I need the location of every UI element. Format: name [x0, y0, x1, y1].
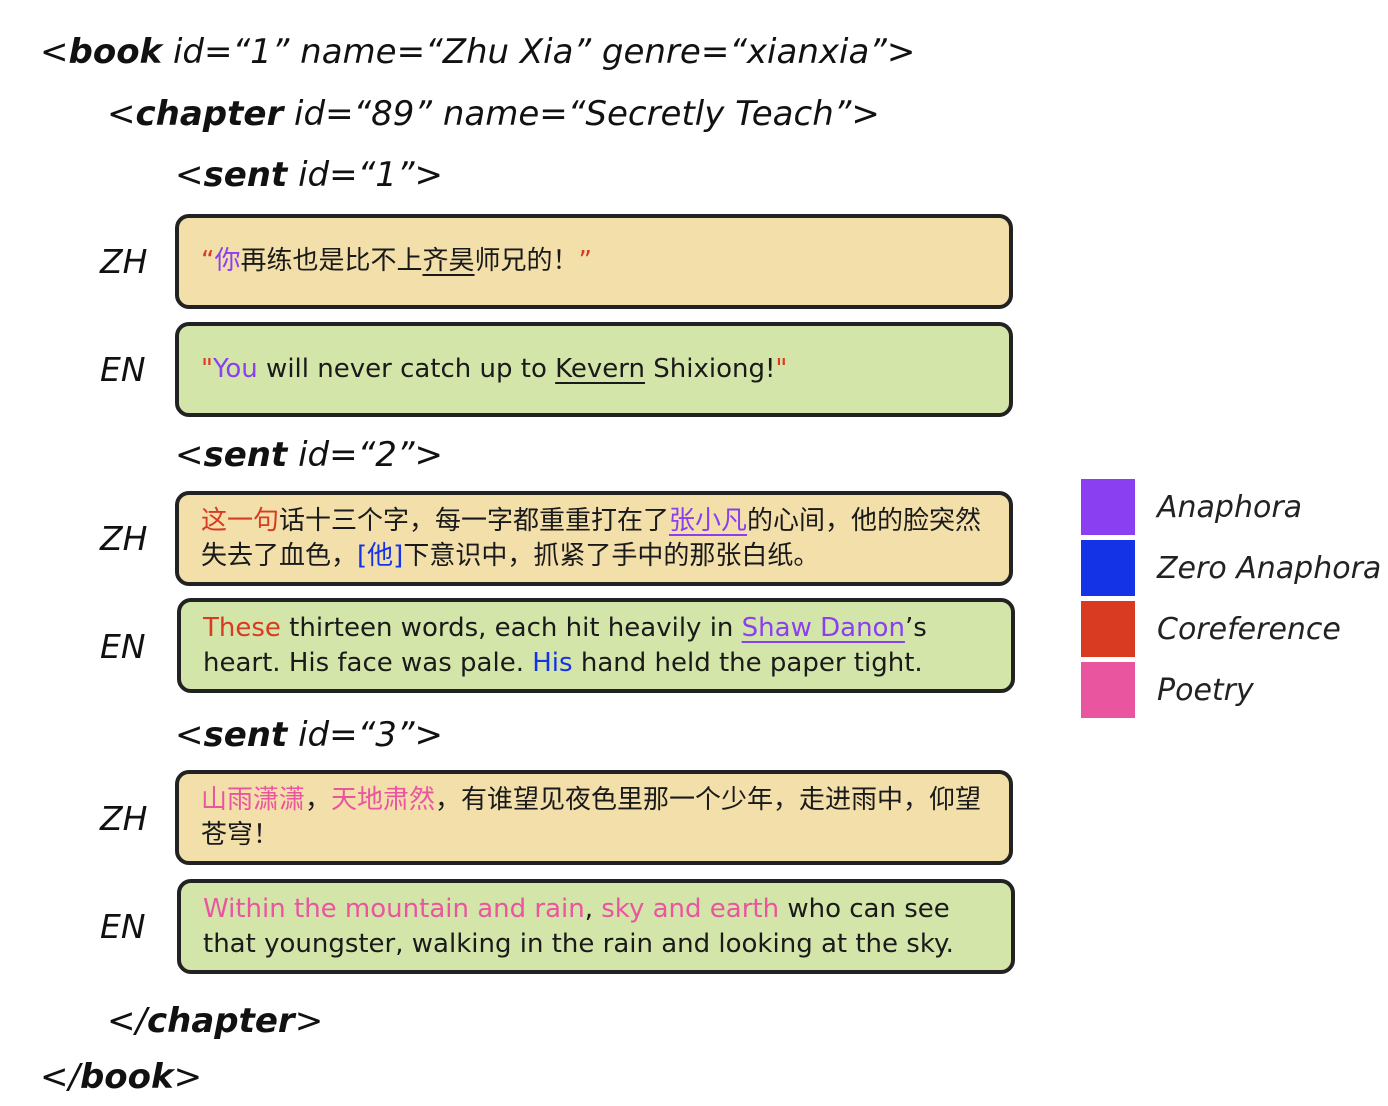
sent-3-en-label: EN: [100, 907, 146, 946]
sent-1-gt: >: [414, 155, 443, 195]
annotation-poetry: Within the mountain and rain: [203, 893, 585, 924]
book-open-attrs: id=“1” name=“Zhu Xia” genre=“xianxia”: [162, 32, 887, 72]
sent-2-lt: <: [175, 435, 204, 475]
sent-1-tag: <sent id=“1”>: [175, 155, 443, 195]
sent-3-name: sent: [203, 715, 288, 755]
annotation-zero-anaphora: His: [532, 647, 573, 678]
annotation-poetry: 天地肃然: [331, 784, 436, 815]
book-open-lt: <: [40, 32, 69, 72]
sent-1-attrs: id=“1”: [287, 155, 415, 195]
sent-3-gt: >: [414, 715, 443, 755]
book-open-gt: >: [886, 32, 916, 72]
annotation-coreference: “: [201, 246, 215, 276]
text-segment: Shixiong!: [645, 354, 776, 384]
legend-label-zero-anaphora: Zero Anaphora: [1157, 551, 1382, 586]
sent-1-en-label: EN: [100, 350, 146, 389]
annotation-coreference: ": [775, 354, 788, 384]
sent-1-zh-label: ZH: [100, 242, 148, 281]
chapter-open-tag: <chapter id=“89” name=“Secretly Teach”>: [107, 94, 880, 134]
book-close-gt: >: [173, 1057, 203, 1097]
text-segment: 再练也是比不上: [240, 246, 423, 276]
sent-2-en-label: EN: [100, 627, 146, 666]
text-segment: ,: [584, 893, 602, 924]
legend-swatch-zero-anaphora: [1081, 540, 1135, 596]
sent-2-zh-text: 这一句话十三个字，每一字都重重打在了张小凡的心间，他的脸突然失去了血色，[他]下…: [201, 504, 987, 574]
sent-3-zh-box: 山雨潇潇，天地肃然，有谁望见夜色里那一个少年，走进雨中，仰望苍穹！: [175, 770, 1013, 865]
chapter-close-gt: >: [294, 1001, 324, 1041]
annotation-anaphora: 张小凡: [669, 505, 748, 536]
sent-3-zh-text: 山雨潇潇，天地肃然，有谁望见夜色里那一个少年，走进雨中，仰望苍穹！: [201, 783, 987, 853]
sent-2-zh-label: ZH: [100, 519, 148, 558]
legend-swatch-anaphora: [1081, 479, 1135, 535]
text-segment: ，有谁望见夜色里那一个少年，走进雨中，仰望苍穹！: [201, 784, 982, 850]
text-segment: ，: [305, 784, 332, 815]
annotation-poetry: 山雨潇潇: [201, 784, 306, 815]
sent-3-zh-label: ZH: [100, 799, 148, 838]
sent-1-name: sent: [203, 155, 288, 195]
sent-1-zh-text: “你再练也是比不上齐昊师兄的！”: [201, 244, 987, 279]
sent-2-en-text: These thirteen words, each hit heavily i…: [203, 611, 989, 681]
chapter-close-name: chapter: [146, 1001, 295, 1041]
annotation-anaphora: You: [212, 354, 258, 384]
annotation-zero-anaphora: [他]: [357, 540, 404, 571]
legend-label-anaphora: Anaphora: [1157, 490, 1303, 525]
text-segment: 师兄的！: [474, 246, 579, 276]
sent-3-en-box: Within the mountain and rain, sky and ea…: [177, 879, 1015, 974]
sent-3-en-text: Within the mountain and rain, sky and ea…: [203, 892, 989, 962]
sent-3-lt: <: [175, 715, 204, 755]
chapter-open-attrs: id=“89” name=“Secretly Teach”: [283, 94, 852, 134]
legend-label-poetry: Poetry: [1157, 673, 1254, 708]
sent-2-name: sent: [203, 435, 288, 475]
chapter-open-name: chapter: [135, 94, 284, 134]
book-open-tag: <book id=“1” name=“Zhu Xia” genre=“xianx…: [40, 32, 915, 72]
sent-2-attrs: id=“2”: [287, 435, 415, 475]
legend-label-coreference: Coreference: [1157, 612, 1341, 647]
annotation-coreference: ”: [578, 246, 593, 276]
text-segment: 下意识中，抓紧了手中的那张白纸。: [403, 540, 820, 571]
chapter-open-gt: >: [851, 94, 880, 134]
chapter-close-tag: </chapter>: [107, 1001, 323, 1041]
annotation-coreference: These: [203, 612, 281, 643]
sent-1-zh-box: “你再练也是比不上齐昊师兄的！”: [175, 214, 1013, 309]
sent-1-en-text: "You will never catch up to Kevern Shixi…: [201, 352, 987, 387]
sent-3-tag: <sent id=“3”>: [175, 715, 443, 755]
annotation-coreference: 这一句: [201, 505, 280, 536]
annotation-anaphora: 你: [214, 246, 241, 276]
sent-2-tag: <sent id=“2”>: [175, 435, 443, 475]
sent-2-zh-box: 这一句话十三个字，每一字都重重打在了张小凡的心间，他的脸突然失去了血色，[他]下…: [175, 491, 1013, 586]
sent-3-attrs: id=“3”: [287, 715, 415, 755]
legend-swatch-poetry: [1081, 662, 1135, 718]
annotation-poetry: sky and earth: [601, 893, 780, 924]
annotation-coreference: ": [201, 354, 213, 384]
book-close-lt: </: [40, 1057, 80, 1097]
text-segment: 齐昊: [422, 246, 475, 276]
text-segment: 话十三个字，每一字都重重打在了: [279, 505, 670, 536]
chapter-close-lt: </: [107, 1001, 147, 1041]
sent-1-en-box: "You will never catch up to Kevern Shixi…: [175, 322, 1013, 417]
text-segment: will never catch up to: [257, 354, 556, 384]
sent-2-en-box: These thirteen words, each hit heavily i…: [177, 598, 1015, 693]
text-segment: hand held the paper tight.: [572, 647, 923, 678]
sent-1-lt: <: [175, 155, 204, 195]
book-open-name: book: [68, 32, 163, 72]
sent-2-gt: >: [414, 435, 443, 475]
legend-swatch-coreference: [1081, 601, 1135, 657]
annotation-anaphora: Shaw Danon: [741, 612, 905, 643]
text-segment: Kevern: [555, 354, 646, 384]
text-segment: 的心间，他的脸突然失去了血色，: [201, 505, 982, 571]
text-segment: who can see that youngster, walking in t…: [203, 893, 954, 959]
text-segment: ’s heart. His face was pale.: [203, 612, 927, 678]
text-segment: thirteen words, each hit heavily in: [280, 612, 742, 643]
book-close-tag: </book>: [40, 1057, 202, 1097]
book-close-name: book: [79, 1057, 174, 1097]
chapter-open-lt: <: [107, 94, 136, 134]
